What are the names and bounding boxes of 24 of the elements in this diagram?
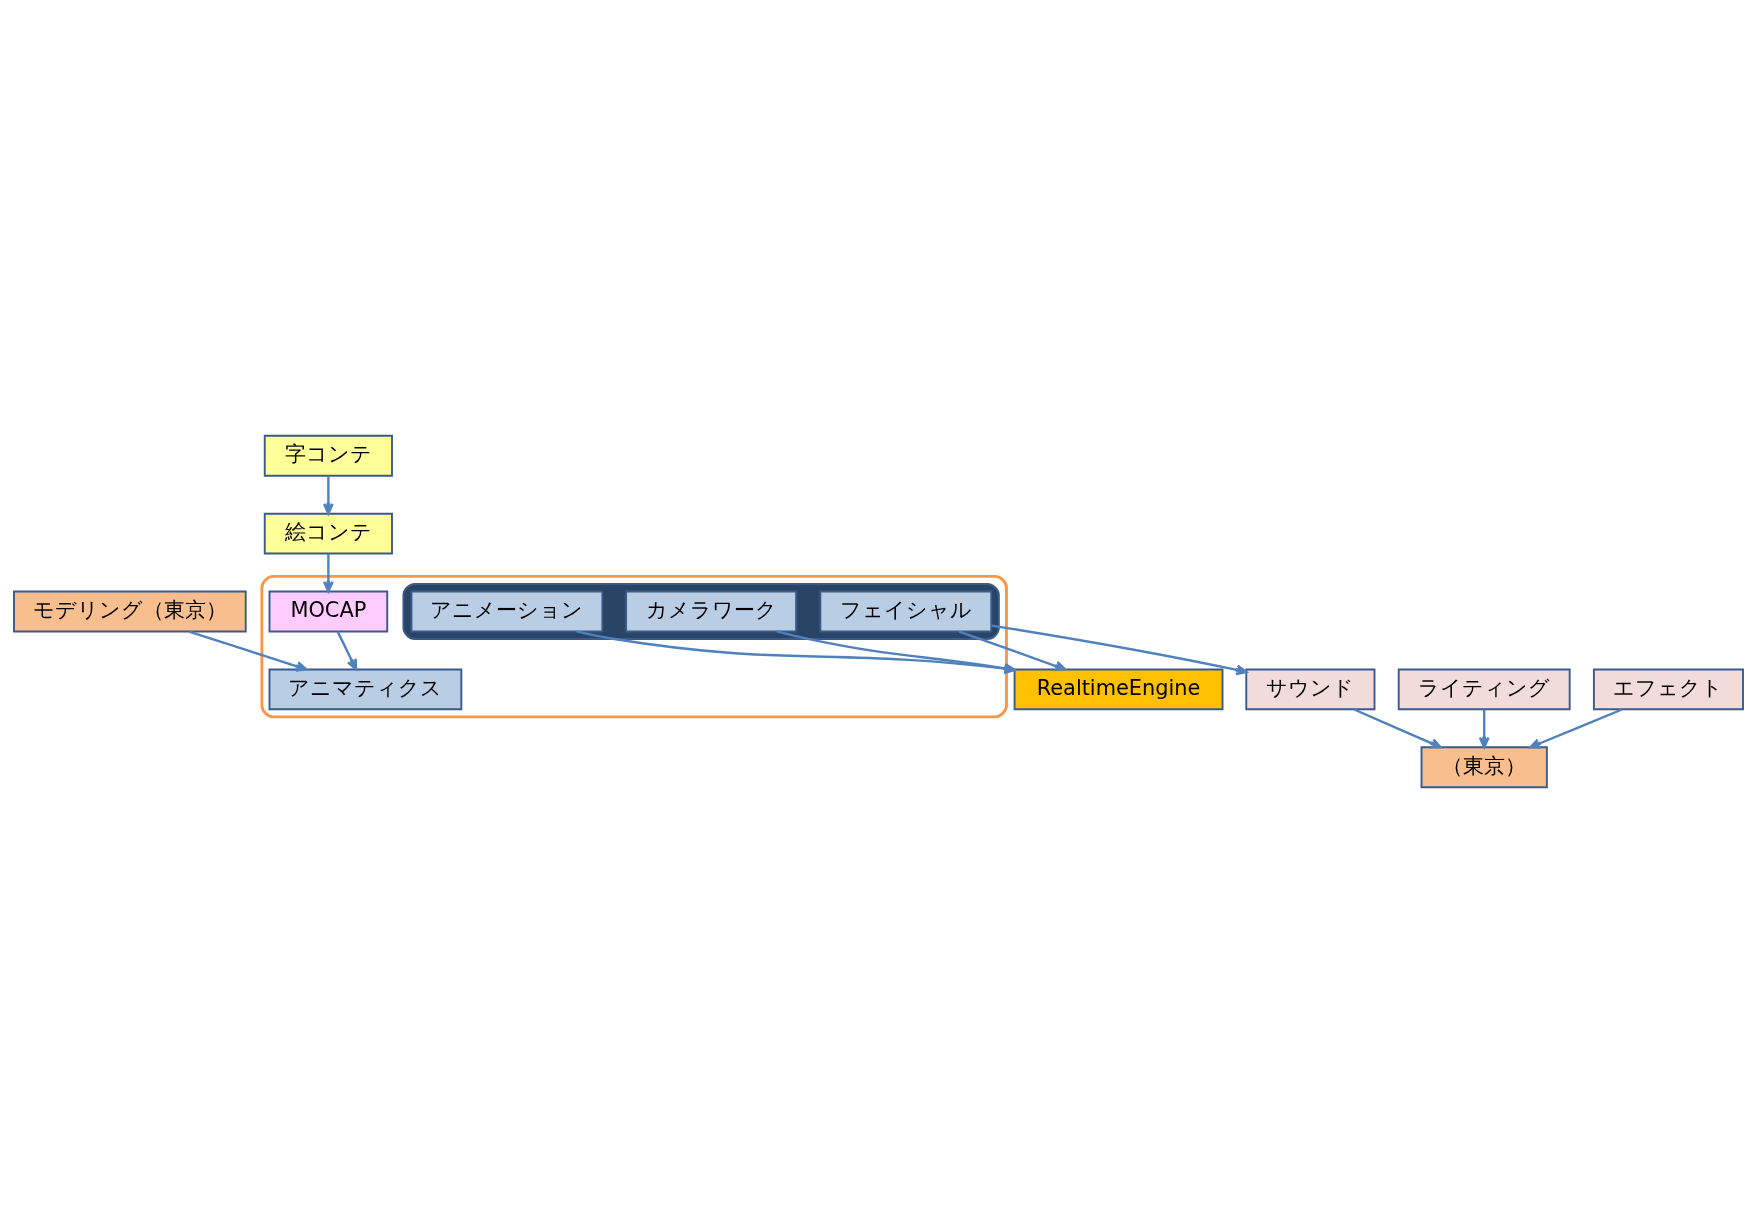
node-box: エフェクト <box>1592 667 1744 710</box>
arrow <box>188 629 308 672</box>
node-box: フェイシャル <box>819 590 993 632</box>
node-box: モデリング（東京） <box>13 590 247 632</box>
arrow <box>991 623 1248 675</box>
cluster <box>402 582 1000 640</box>
arrow <box>776 629 1016 674</box>
node-box: 字コンテ <box>263 434 393 477</box>
arrow <box>322 475 334 515</box>
node-box: アニメーション <box>410 590 604 632</box>
node-box: 絵コンテ <box>263 512 393 555</box>
node-box: サウンド <box>1245 667 1376 710</box>
arrow <box>1529 707 1623 749</box>
arrow <box>336 630 358 670</box>
node-box: ライティング <box>1397 667 1571 710</box>
node-box: アニマティクス <box>268 667 463 710</box>
node-box: カメラワーク <box>625 590 798 632</box>
arrow <box>322 553 334 593</box>
node-box: （東京） <box>1420 745 1548 788</box>
node-box: RealtimeEngine <box>1013 667 1224 710</box>
node-box: MOCAP <box>268 590 389 632</box>
arrow <box>1353 707 1442 749</box>
arrow <box>1478 709 1490 748</box>
arrow <box>958 629 1067 671</box>
